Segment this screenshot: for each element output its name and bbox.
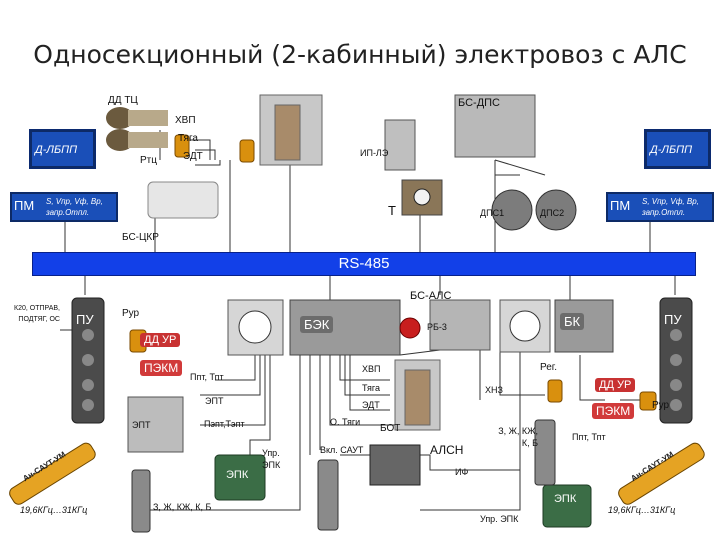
wire-ept xyxy=(200,355,261,396)
wire-ppt-right xyxy=(579,355,605,401)
wire-ppt-left xyxy=(215,355,256,381)
wire-edt-top xyxy=(195,160,221,166)
pm-left: ПМ S, Vпр, Vф, Вр, запр.Отпл. xyxy=(10,192,118,222)
wire-hnz xyxy=(499,350,545,396)
hvp-top-label: ХВП xyxy=(175,115,196,126)
rur-right-relay xyxy=(639,391,657,411)
upr-epk-right-label: Упр. ЭПК xyxy=(480,514,519,524)
relay-top-2 xyxy=(239,139,255,163)
pept-tept-label: Пэпт,Тэпт xyxy=(204,419,245,429)
edt-top-label: ЭДТ xyxy=(183,151,203,162)
ppt-tpt-left-label: Ппт, Тпт xyxy=(190,372,224,382)
bs-als-box xyxy=(429,299,491,351)
rb3-label: РБ-3 xyxy=(427,322,447,332)
ept-device xyxy=(127,396,184,453)
ept-wire-label: ЭПТ xyxy=(205,396,224,406)
dd-ur-right-label: ДД УР xyxy=(595,378,636,392)
reg-label: Рег. xyxy=(540,362,557,373)
relay-top-1 xyxy=(174,134,190,158)
bk-label: БК xyxy=(560,313,585,330)
d-lbpp-right: Д-ЛБПП xyxy=(645,130,710,168)
pm-right-info: S, Vпр, Vф, Вр, запр.Отпл. xyxy=(642,197,699,217)
reg-relay xyxy=(547,379,563,403)
wire-dps2 xyxy=(494,159,546,176)
pu-left-label: ПУ xyxy=(76,312,94,327)
dps2-label: ДПС2 xyxy=(540,208,565,218)
bs-dps-box xyxy=(454,94,536,158)
d-lbpp-left: Д-ЛБПП xyxy=(30,130,95,168)
wire-edt-mid xyxy=(349,355,390,411)
dps1-sensor xyxy=(491,189,533,231)
tyaga-top-label: Тяга xyxy=(178,133,198,144)
edt-mid-label: ЭДТ xyxy=(362,400,380,410)
rb3-button xyxy=(399,317,421,339)
epk-right-label: ЭПК xyxy=(550,492,581,506)
pekm-right-label: ПЭКМ xyxy=(592,403,635,419)
pm-right: ПМ S, Vпр, Vф, Вр, запр.Отпл. xyxy=(606,192,714,222)
vkl-saut-label: Вкл. САУТ xyxy=(320,445,364,455)
wire-tyaga-mid xyxy=(344,355,390,396)
k20-label: К20, ОТПРАВ, ПОДТЯГ, ОС xyxy=(14,305,60,323)
z-zh-right-label: З, Ж, КЖ, К, Б xyxy=(498,426,538,448)
bs-dps-label: БС-ДПС xyxy=(458,97,501,109)
wire-pept xyxy=(200,355,266,426)
pekm-left-label: ПЭКМ xyxy=(140,360,183,376)
pm-left-info: S, Vпр, Vф, Вр, запр.Отпл. xyxy=(46,197,103,217)
pm-left-label: ПМ xyxy=(14,198,35,213)
rur-left-label: Рур xyxy=(122,308,140,319)
wire-if xyxy=(340,454,520,471)
rur-right-label: Рур xyxy=(652,400,670,411)
bs-ckr-box xyxy=(147,181,219,219)
d-lbpp-left-label: Д-ЛБПП xyxy=(35,144,78,156)
wire-hvp-top xyxy=(190,139,211,160)
alsn-device xyxy=(369,444,421,486)
pm-right-label: ПМ xyxy=(610,198,631,213)
page-title: Односекционный (2-кабинный) электровоз с… xyxy=(33,40,687,69)
dd-ur-left-label: ДД УР xyxy=(140,333,181,347)
pu-right-label: ПУ xyxy=(664,312,682,327)
alsn-label: АЛСН xyxy=(430,443,464,457)
tyaga-mid-label: Тяга xyxy=(362,383,380,393)
hnz-label: ХНЗ xyxy=(485,385,503,395)
ip-le-box xyxy=(384,119,416,171)
t-label: Т xyxy=(388,203,396,218)
epk-left-label: ЭПК xyxy=(222,468,253,482)
bot-label: БОТ xyxy=(380,423,401,434)
rs485-label: RS-485 xyxy=(338,255,390,272)
z-zh-right-device xyxy=(534,419,556,486)
wire-tyaga-top xyxy=(195,149,216,160)
z-zh-bottom-label: З, Ж, КЖ, К, Б xyxy=(153,502,212,512)
wire-upr-epk-right xyxy=(420,350,521,511)
dps2-sensor xyxy=(535,189,577,231)
dd-tc-sensors xyxy=(106,107,168,151)
upr-epk-left-label: Упр. ЭПК xyxy=(262,448,281,470)
rs485-bus: RS-485 xyxy=(32,252,696,276)
if-label: ИФ xyxy=(455,467,469,477)
dps1-label: ДПС1 xyxy=(480,208,505,218)
wire-dps1 xyxy=(494,160,520,176)
wire-bot xyxy=(329,355,395,426)
freq-left-label: 19,6КГц…31КГц xyxy=(20,505,88,515)
bs-als-label: БС-АЛС xyxy=(410,290,452,302)
antenna-left xyxy=(9,442,96,505)
ppt-tpt-right-label: Ппт, Тпт xyxy=(572,432,606,442)
ip-le-label: ИП-ЛЭ xyxy=(360,148,389,158)
z-zh-left-device xyxy=(317,459,339,531)
wire-hvp-mid xyxy=(339,355,390,381)
bus-drops xyxy=(64,150,676,300)
freq-right-label: 19,6КГц…31КГц xyxy=(608,505,676,515)
o-tyagi-label: О. Тяги xyxy=(330,417,361,427)
bek-label: БЭК xyxy=(300,316,334,333)
d-lbpp-right-label: Д-ЛБПП xyxy=(650,144,693,156)
antenna-right xyxy=(618,442,705,505)
hvp-mid-label: ХВП xyxy=(362,364,381,374)
ept-box-label: ЭПТ xyxy=(132,420,151,430)
dd-tc-label: ДД ТЦ xyxy=(108,95,138,106)
z-zh-farleft-device xyxy=(131,469,151,533)
rtc-label: Ртц xyxy=(140,155,157,166)
bs-ckr-label: БС-ЦКР xyxy=(122,232,159,243)
